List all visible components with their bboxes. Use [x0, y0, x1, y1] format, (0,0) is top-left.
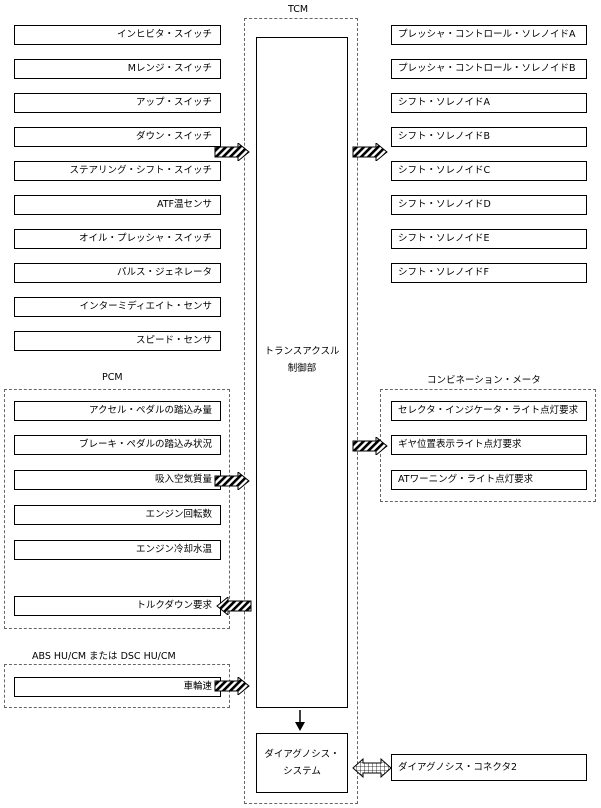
- pcm-accelerator-pedal: アクセル・ペダルの踏込み量: [14, 401, 221, 421]
- controller-label: トランスアクスル 制御部: [256, 343, 348, 377]
- output-shift-solenoid-c: シフト・ソレノイドC: [391, 161, 587, 181]
- abs-title: ABS HU/CM または DSC HU/CM: [32, 651, 176, 662]
- input-inhibitor-switch: インヒビタ・スイッチ: [14, 25, 221, 45]
- hatched-arrow-right-icon: [214, 677, 250, 695]
- diagnosis-system: [256, 733, 348, 793]
- diag-system-label: ダイアグノシス・ システム: [256, 746, 348, 780]
- pcm-title: PCM: [102, 372, 123, 383]
- pcm-coolant-temp: エンジン冷却水温: [14, 540, 221, 560]
- meter-gear-position-request: ギヤ位置表示ライト点灯要求: [391, 435, 587, 455]
- output-shift-solenoid-b: シフト・ソレノイドB: [391, 127, 587, 147]
- input-m-range-switch: Mレンジ・スイッチ: [14, 59, 221, 79]
- output-shift-solenoid-f: シフト・ソレノイドF: [391, 263, 587, 283]
- input-atf-temp-sensor: ATF温センサ: [14, 195, 221, 215]
- output-shift-solenoid-d: シフト・ソレノイドD: [391, 195, 587, 215]
- output-shift-solenoid-e: シフト・ソレノイドE: [391, 229, 587, 249]
- down-arrow-icon: [295, 710, 305, 731]
- hatched-arrow-right-icon: [214, 143, 250, 161]
- controller-label-line1: トランスアクスル: [264, 346, 340, 357]
- output-shift-solenoid-a: シフト・ソレノイドA: [391, 93, 587, 113]
- pcm-group: [4, 389, 230, 629]
- pcm-engine-speed: エンジン回転数: [14, 505, 221, 525]
- bidirectional-arrow-icon: [352, 758, 392, 778]
- diagnosis-connector: ダイアグノシス・コネクタ2: [391, 754, 587, 781]
- transaxle-controller: [256, 37, 348, 708]
- tcm-title: TCM: [288, 4, 309, 15]
- input-speed-sensor: スピード・センサ: [14, 331, 221, 351]
- input-pulse-generator: パルス・ジェネレータ: [14, 263, 221, 283]
- input-up-switch: アップ・スイッチ: [14, 93, 221, 113]
- input-down-switch: ダウン・スイッチ: [14, 127, 221, 147]
- diag-system-line1: ダイアグノシス・: [264, 749, 340, 760]
- pcm-torque-down-request: トルクダウン要求: [14, 596, 221, 616]
- input-intermediate-sensor: インターミディエイト・センサ: [14, 297, 221, 317]
- hatched-arrow-right-icon: [214, 472, 250, 490]
- output-pressure-control-solenoid-b: プレッシャ・コントロール・ソレノイドB: [391, 59, 587, 79]
- hatched-arrow-right-icon: [352, 437, 388, 455]
- tcm-group: [244, 18, 358, 804]
- input-oil-pressure-switch: オイル・プレッシャ・スイッチ: [14, 229, 221, 249]
- meter-selector-indicator-request: セレクタ・インジケータ・ライト点灯要求: [391, 401, 587, 421]
- controller-label-line2: 制御部: [287, 363, 317, 374]
- hatched-arrow-right-icon: [352, 143, 388, 161]
- diag-system-line2: システム: [283, 766, 321, 777]
- output-pressure-control-solenoid-a: プレッシャ・コントロール・ソレノイドA: [391, 25, 587, 45]
- hatched-arrow-left-icon: [216, 597, 252, 615]
- input-steering-shift-switch: ステアリング・シフト・スイッチ: [14, 161, 221, 181]
- meter-at-warning-request: ATワーニング・ライト点灯要求: [391, 470, 587, 490]
- pcm-intake-air-mass: 吸入空気質量: [14, 470, 221, 490]
- pcm-brake-pedal: ブレーキ・ペダルの踏込み状況: [14, 435, 221, 455]
- meter-title: コンビネーション・メータ: [427, 375, 541, 386]
- abs-wheel-speed: 車輪速: [14, 677, 221, 697]
